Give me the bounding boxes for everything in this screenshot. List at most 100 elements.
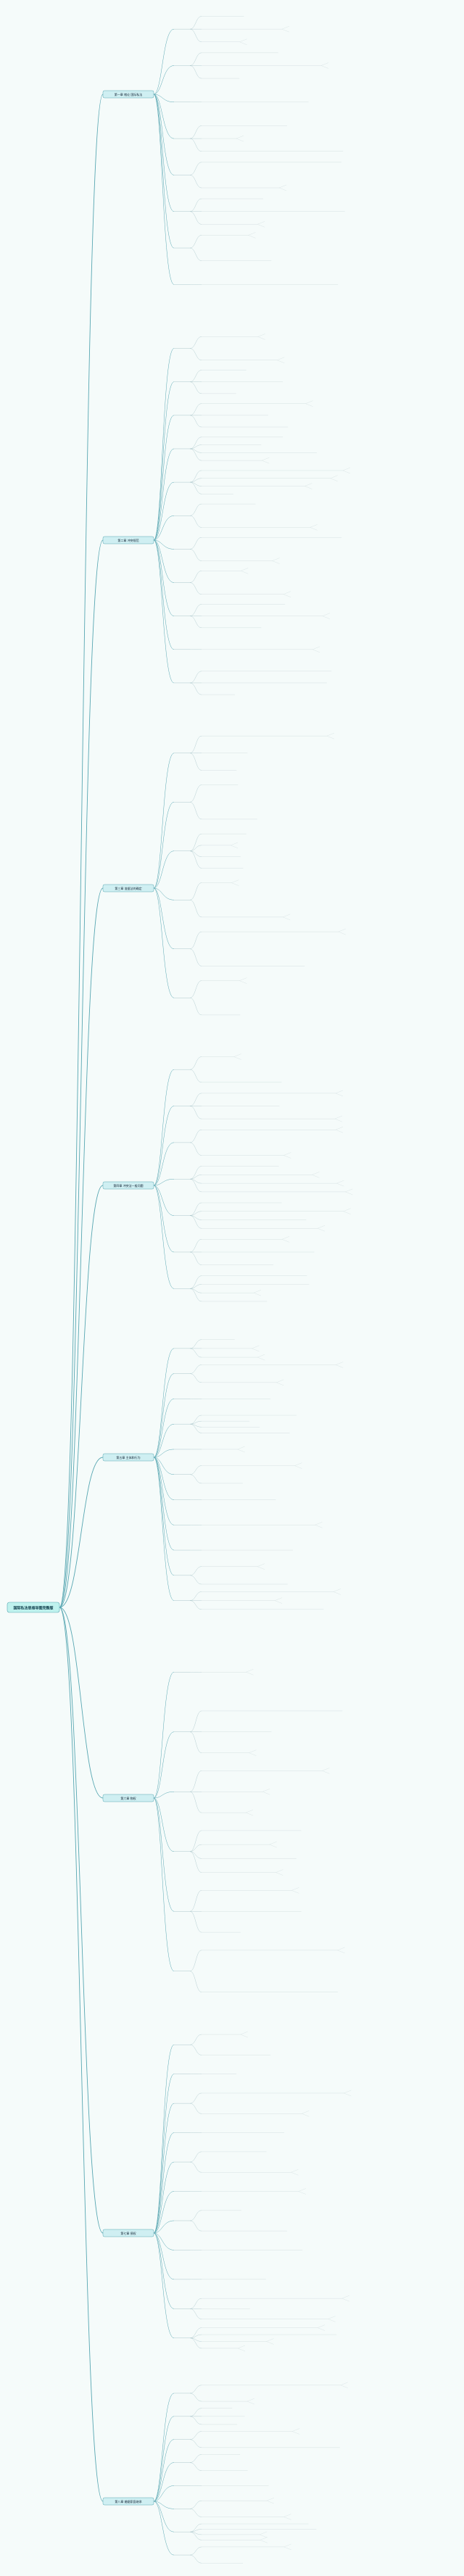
- leaf-fork-line: [276, 1872, 283, 1876]
- leaf-branch-line: [189, 2308, 202, 2319]
- sub-branch-line: [153, 515, 175, 541]
- leaf-fork-line: [298, 2188, 306, 2192]
- leaf-branch-line: [189, 845, 202, 851]
- leaf-fork-line: [292, 2431, 300, 2435]
- leaf-branch-line: [189, 571, 202, 583]
- leaf-fork-line: [283, 2517, 291, 2520]
- leaf-branch-line: [189, 2210, 202, 2221]
- leaf-branch-line: [189, 503, 202, 516]
- sub-branch-line: [153, 2232, 175, 2339]
- leaf-fork-line: [335, 1130, 344, 1133]
- leaf-fork-line: [298, 2191, 306, 2195]
- leaf-branch-line: [189, 448, 202, 453]
- leaf-fork-line: [304, 483, 312, 486]
- leaf-fork-line: [283, 2546, 291, 2551]
- chapter-node-label: 第六章 物权: [120, 1796, 136, 1800]
- leaf-fork-line: [340, 2385, 348, 2388]
- leaf-branch-line: [189, 549, 202, 561]
- leaf-branch-line: [189, 2529, 202, 2532]
- leaf-branch-line: [189, 16, 202, 30]
- chapter-node-ch7[interactable]: 第七章 债权: [102, 2229, 154, 2237]
- chapter-node-ch3[interactable]: 第三章 准据法的确定: [102, 884, 154, 893]
- leaf-fork-line: [302, 2111, 310, 2114]
- leaf-branch-line: [189, 1420, 202, 1425]
- leaf-fork-line: [312, 649, 320, 653]
- sub-branch-line: [153, 539, 175, 650]
- sub-branch-line: [153, 2220, 175, 2234]
- leaf-fork-line: [342, 470, 350, 474]
- root-node[interactable]: 国际私法思维导图完整版: [7, 1602, 60, 1613]
- sub-branch-line: [153, 2485, 175, 2502]
- leaf-fork-line: [275, 1600, 283, 1604]
- leaf-fork-line: [283, 914, 291, 918]
- chapter-node-ch2[interactable]: 第二章 冲突规范: [102, 536, 154, 544]
- root-to-chapter-line: [59, 1185, 104, 1608]
- leaf-branch-line: [189, 850, 202, 869]
- leaf-fork-line: [257, 336, 265, 340]
- chapter-node-box: [102, 1181, 154, 1190]
- chapter-node-ch8[interactable]: 第八章 婚姻家庭继承: [102, 2497, 154, 2506]
- leaf-branch-line: [189, 582, 202, 595]
- sub-branch-line: [153, 94, 175, 212]
- leaf-branch-line: [189, 481, 202, 486]
- leaf-fork-line: [340, 2382, 348, 2385]
- root-to-chapter-line: [59, 1457, 104, 1608]
- leaf-branch-line: [189, 2334, 202, 2338]
- leaf-branch-line: [189, 52, 202, 66]
- sub-branch-line: [153, 2191, 175, 2234]
- sub-branch-line: [153, 1672, 175, 1799]
- leaf-branch-line: [189, 1771, 202, 1792]
- root-to-chapter-line: [59, 1607, 104, 2502]
- leaf-fork-line: [257, 1357, 265, 1361]
- leaf-fork-line: [310, 524, 318, 528]
- leaf-fork-line: [283, 916, 291, 921]
- leaf-fork-line: [291, 2172, 299, 2176]
- leaf-fork-line: [257, 221, 265, 225]
- leaf-fork-line: [315, 1525, 323, 1528]
- leaf-fork-line: [305, 400, 313, 404]
- chapter-node-ch4[interactable]: 第四章 冲突法一般问题: [102, 1181, 154, 1190]
- sub-branch-line: [153, 539, 175, 684]
- leaf-branch-line: [189, 2431, 202, 2440]
- sub-branch-line: [153, 539, 175, 616]
- leaf-fork-line: [281, 26, 289, 30]
- leaf-fork-line: [334, 1116, 342, 1119]
- leaf-branch-line: [189, 980, 202, 998]
- leaf-fork-line: [272, 558, 280, 561]
- sub-branch-line: [153, 65, 175, 95]
- leaf-fork-line: [318, 2327, 326, 2331]
- leaf-branch-line: [189, 175, 202, 189]
- leaf-branch-line: [189, 2151, 202, 2163]
- leaf-branch-line: [189, 348, 202, 360]
- leaf-branch-line: [189, 65, 202, 79]
- sub-branch-line: [153, 1373, 175, 1458]
- leaf-branch-line: [189, 1950, 202, 1971]
- leaf-fork-line: [338, 928, 346, 932]
- sub-branch-line: [153, 1457, 175, 1576]
- chapter-node-ch6[interactable]: 第六章 物权: [102, 1794, 154, 1802]
- leaf-fork-line: [238, 2345, 246, 2349]
- leaf-fork-line: [312, 646, 320, 650]
- sub-branch-line: [153, 94, 175, 103]
- chapter-node-ch5[interactable]: 第五章 主体和行为: [102, 1453, 154, 1462]
- leaf-branch-line: [189, 448, 202, 461]
- sub-branch-line: [153, 2161, 175, 2234]
- sub-branch-line: [153, 887, 175, 998]
- chapter-node-ch1[interactable]: 第一章 绪论 国际私法: [102, 90, 154, 99]
- leaf-fork-line: [283, 1155, 291, 1159]
- sub-branch-line: [153, 1457, 175, 1525]
- leaf-branch-line: [189, 1106, 202, 1119]
- sub-branch-line: [153, 1106, 175, 1186]
- sub-branch-line: [153, 1457, 175, 1551]
- sub-branch-line: [153, 2132, 175, 2234]
- leaf-fork-line: [318, 2324, 326, 2328]
- leaf-fork-line: [248, 235, 256, 239]
- leaf-fork-line: [312, 1172, 320, 1175]
- leaf-fork-line: [291, 1890, 299, 1894]
- leaf-branch-line: [189, 850, 202, 857]
- leaf-fork-line: [291, 1887, 299, 1891]
- leaf-fork-line: [283, 2543, 291, 2548]
- leaf-branch-line: [189, 1373, 202, 1383]
- leaf-branch-line: [189, 1275, 202, 1289]
- leaf-fork-line: [257, 224, 265, 228]
